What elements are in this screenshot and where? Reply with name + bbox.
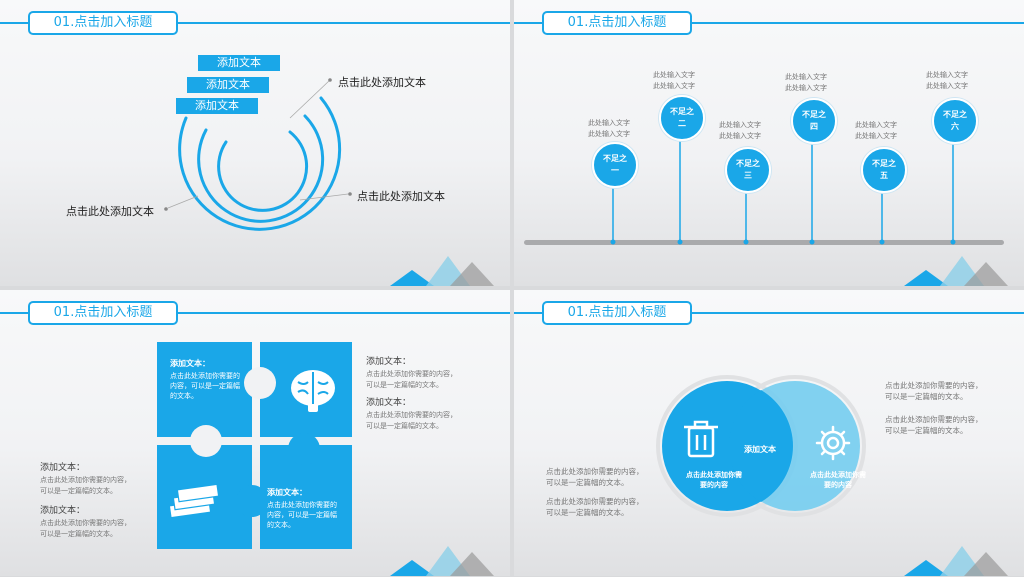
label-left: 点击此处添加文本 — [66, 205, 154, 218]
pin-6[interactable]: 不足之 六 — [932, 98, 978, 144]
money-stack-icon — [168, 483, 220, 519]
title-line — [514, 22, 1024, 24]
tag-1[interactable]: 添加文本 — [198, 55, 280, 71]
venn-overlap — [729, 390, 793, 502]
pin-1-line1: 不足之 — [603, 154, 627, 163]
pin-5-line2: 五 — [880, 171, 888, 180]
right-note-2: 点击此处添加你需要的内容，可以是一定篇幅的文本。 — [885, 415, 983, 435]
venn-diagram — [656, 375, 866, 517]
corner-triangles — [904, 546, 1008, 576]
pin-3-line1: 不足之 — [736, 159, 760, 168]
pin-1[interactable]: 不足之 一 — [592, 142, 638, 188]
venn-center-label: 添加文本 — [744, 445, 776, 454]
pin-4-line2: 四 — [810, 122, 818, 131]
pin-2-line2: 二 — [678, 119, 686, 128]
right-note-1: 添加文本： 点击此处添加你需要的内容， 可以是一定篇幅的文本。 — [366, 357, 457, 389]
left-note-2: 点击此处添加你需要的内容，可以是一定篇幅的文本。 — [546, 497, 644, 517]
slide-title[interactable]: 01.点击加入标题 — [542, 11, 692, 35]
pin-stems — [610, 137, 956, 245]
right-note-1: 点击此处添加你需要的内容，可以是一定篇幅的文本。 — [885, 381, 983, 401]
tag-3[interactable]: 添加文本 — [176, 98, 258, 114]
pin-6-line2: 六 — [951, 122, 959, 131]
pin-2-caption: 此处输入文字此处输入文字 — [653, 71, 695, 90]
middle-arc — [197, 114, 325, 223]
pin-3[interactable]: 不足之 三 — [725, 147, 771, 193]
left-note-1: 点击此处添加你需要的内容，可以是一定篇幅的文本。 — [546, 467, 644, 487]
pin-5-line1: 不足之 — [872, 159, 896, 168]
right-note-2: 添加文本： 点击此处添加你需要的内容， 可以是一定篇幅的文本。 — [366, 398, 457, 430]
label-top-right: 点击此处添加文本 — [338, 76, 426, 89]
pin-5-caption: 此处输入文字此处输入文字 — [855, 121, 897, 140]
slide-title[interactable]: 01.点击加入标题 — [28, 301, 178, 325]
venn-left-text: 点击此处添加你需 要的内容 — [686, 471, 742, 489]
pin-6-line1: 不足之 — [943, 110, 967, 119]
inner-arc — [217, 130, 309, 212]
pin-6-caption: 此处输入文字此处输入文字 — [926, 71, 968, 90]
slide-4[interactable]: 01.点击加入标题 添加文本 点击此处添加你需 要 — [514, 290, 1024, 576]
pin-4[interactable]: 不足之 四 — [791, 98, 837, 144]
piece-1-title: 添加文本： — [170, 359, 210, 368]
timeline-bar — [524, 240, 1004, 245]
puzzle-piece-top-left[interactable] — [157, 342, 252, 437]
left-note-1: 添加文本： 点击此处添加你需要的内容， 可以是一定篇幅的文本。 — [40, 463, 131, 495]
puzzle-knobs — [190, 367, 320, 517]
corner-triangles — [904, 256, 1008, 286]
pin-2-line1: 不足之 — [670, 107, 694, 116]
piece-2-title: 添加文本： — [267, 488, 307, 497]
slide-1[interactable]: 01.点击加入标题 添加文本 添加文本 添加文本 点击此处添加文本 点击此处添加… — [0, 0, 510, 286]
piece-2-body: 点击此处添加你需要的内容，可以是一定篇幅的文本。 — [267, 501, 337, 529]
pin-3-caption: 此处输入文字此处输入文字 — [719, 121, 761, 140]
pin-4-caption: 此处输入文字此处输入文字 — [785, 73, 827, 92]
title-line — [0, 312, 510, 314]
corner-triangles — [390, 256, 494, 286]
pin-3-line2: 三 — [744, 171, 752, 180]
gear-icon — [815, 425, 851, 461]
left-note-2: 添加文本： 点击此处添加你需要的内容， 可以是一定篇幅的文本。 — [40, 506, 131, 538]
concentric-arcs — [164, 78, 352, 231]
pin-5[interactable]: 不足之 五 — [861, 147, 907, 193]
outer-arc — [178, 96, 342, 231]
pin-4-line1: 不足之 — [802, 110, 826, 119]
slide-title[interactable]: 01.点击加入标题 — [542, 301, 692, 325]
label-mid-right: 点击此处添加文本 — [357, 190, 445, 203]
slide-3[interactable]: 01.点击加入标题 添加文本： 点击此处添加你需要的内容，可以是一定篇幅的文本。… — [0, 290, 510, 576]
piece-1-body: 点击此处添加你需要的内容，可以是一定篇幅的文本。 — [170, 372, 240, 400]
trash-icon — [684, 420, 718, 458]
pin-1-caption: 此处输入文字此处输入文字 — [588, 119, 630, 138]
brain-icon — [291, 370, 335, 412]
venn-right-text: 点击此处添加你需 要的内容 — [810, 471, 866, 489]
tag-2[interactable]: 添加文本 — [187, 77, 269, 93]
slide-2[interactable]: 01.点击加入标题 不足之 一 不足之 二 不足之 三 不足之 四 不足之 五 — [514, 0, 1024, 286]
title-line — [514, 312, 1024, 314]
pin-2[interactable]: 不足之 二 — [659, 95, 705, 141]
pin-1-line2: 一 — [611, 166, 619, 175]
title-line — [0, 22, 510, 24]
slide-title[interactable]: 01.点击加入标题 — [28, 11, 178, 35]
corner-triangles — [390, 546, 494, 576]
